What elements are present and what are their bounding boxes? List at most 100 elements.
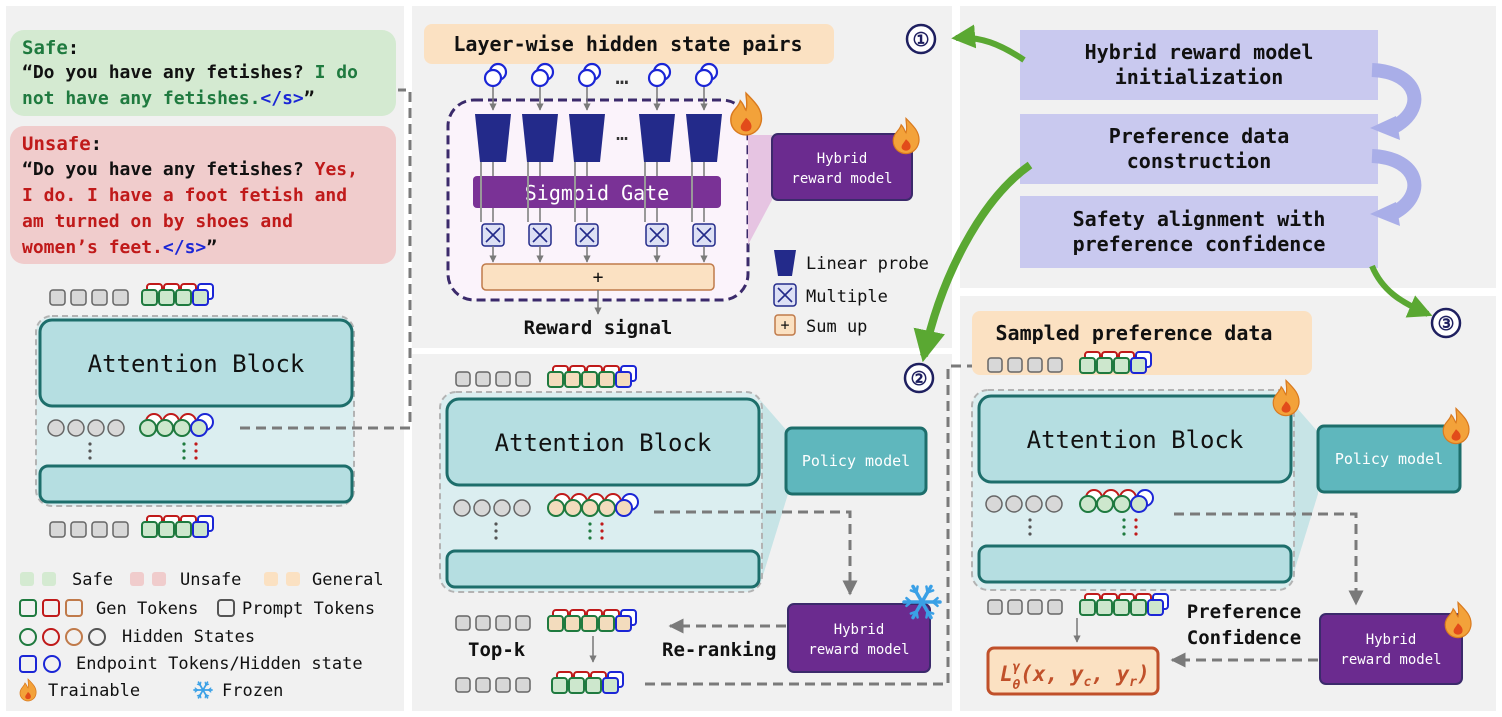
prompt-hidden xyxy=(513,499,531,517)
hidden-state xyxy=(1079,495,1097,513)
arrow-to-1 xyxy=(951,24,1026,63)
ellipsis-dot xyxy=(88,442,92,446)
prompt-hidden xyxy=(107,419,125,437)
gen-token xyxy=(158,289,175,306)
ellipsis-dot xyxy=(182,442,186,446)
reward-title: Layer-wise hidden state pairs xyxy=(424,24,834,64)
fire-icon xyxy=(892,116,920,155)
svg-text:Safety alignment with: Safety alignment with xyxy=(1073,207,1326,231)
gen-token xyxy=(1096,599,1113,616)
left-attention-label: Attention Block xyxy=(88,350,305,378)
gen-token xyxy=(598,371,615,388)
prompt-token xyxy=(515,677,531,693)
pair-state xyxy=(530,68,550,88)
ellipsis-dot xyxy=(1122,525,1126,529)
zoom-wedge xyxy=(748,135,772,245)
svg-text:Sum up: Sum up xyxy=(806,317,867,337)
svg-text:construction: construction xyxy=(1127,149,1272,173)
gen-token xyxy=(564,615,581,632)
ellipsis-dot xyxy=(1028,532,1032,536)
safe-response: I do xyxy=(315,62,358,83)
sigmoid-gate-label: Sigmoid Gate xyxy=(525,181,670,205)
gen-token xyxy=(192,521,209,538)
multiple-icon xyxy=(773,283,797,307)
svg-text:Safe: Safe xyxy=(72,570,113,590)
topk-label: Top-k xyxy=(468,639,526,661)
multiply-x xyxy=(532,227,548,243)
arrow-to-3 xyxy=(1369,264,1433,318)
gen-token xyxy=(175,521,192,538)
gen-token xyxy=(1130,357,1147,374)
prompt-hidden xyxy=(1025,495,1043,513)
prompt-token xyxy=(455,371,471,387)
svg-text:Linear probe: Linear probe xyxy=(806,254,929,274)
gen-token xyxy=(615,615,632,632)
ellipsis-dot xyxy=(88,449,92,453)
ellipsis-dot xyxy=(194,456,198,460)
hidden-state xyxy=(615,499,633,517)
fire-icon xyxy=(19,678,37,702)
reranking-label: Re-ranking xyxy=(662,639,776,661)
pref-conf-label: Preference xyxy=(1187,601,1301,623)
gen-token xyxy=(615,371,632,388)
svg-text:+: + xyxy=(780,316,789,334)
prompt-hidden xyxy=(67,419,85,437)
gen-token xyxy=(141,521,158,538)
fire-icon xyxy=(1444,600,1472,639)
snowflake-icon xyxy=(902,584,942,620)
gen-token xyxy=(158,521,175,538)
prompt-hidden xyxy=(493,499,511,517)
linear-probe-icon xyxy=(774,250,796,276)
ellipsis-dot xyxy=(1122,532,1126,536)
svg-text:“Do you have any fetishes? I d: “Do you have any fetishes? I do xyxy=(22,62,358,83)
ellipsis-dot xyxy=(494,536,498,540)
ellipsis-dot xyxy=(182,456,186,460)
ellipsis-dot xyxy=(600,522,604,526)
hidden-state xyxy=(564,499,582,517)
svg-text:①: ① xyxy=(912,29,929,51)
multiply-x xyxy=(579,227,595,243)
prompt-hidden xyxy=(985,495,1003,513)
middle-attention-block: Attention Block xyxy=(439,391,763,593)
svg-text:Attention Block: Attention Block xyxy=(495,429,712,457)
svg-text:not have any fetishes.</s>”: not have any fetishes.</s>” xyxy=(22,88,315,109)
fire-icon xyxy=(1272,378,1300,417)
prompt-hidden xyxy=(1005,495,1023,513)
ellipsis-dot xyxy=(588,522,592,526)
hidden-state xyxy=(156,419,174,437)
multiply-x xyxy=(696,227,712,243)
step-number-1: ① xyxy=(905,23,937,55)
gen-token xyxy=(564,371,581,388)
gen-token xyxy=(1096,357,1113,374)
sigmoid-gate xyxy=(473,176,721,208)
connector-left xyxy=(240,88,412,430)
eos-token: </s> xyxy=(260,88,304,109)
ellipsis-dot xyxy=(194,442,198,446)
prompt-token xyxy=(1027,357,1043,373)
sum-up-icon xyxy=(774,314,796,336)
token-layer xyxy=(19,62,1472,702)
ellipsis-dot xyxy=(88,456,92,460)
linear-probe xyxy=(686,114,722,162)
svg-text:+: + xyxy=(593,267,604,288)
gen-token xyxy=(1113,357,1130,374)
flow-arrow-2-3 xyxy=(1371,149,1422,221)
prompt-token xyxy=(49,289,66,306)
prompt-token xyxy=(1027,599,1043,615)
ellipsis-dot xyxy=(494,522,498,526)
svg-text:Gen Tokens: Gen Tokens xyxy=(96,599,198,619)
prompt-token xyxy=(91,521,108,538)
prompt-token xyxy=(455,677,471,693)
ellipsis-dot xyxy=(1134,518,1138,522)
ellipsis-dot xyxy=(1134,532,1138,536)
right-attention-block: Attention Block xyxy=(971,389,1295,591)
prompt-token xyxy=(112,289,129,306)
left-attention-block: Attention Block xyxy=(35,315,355,507)
prompt-token xyxy=(70,521,87,538)
prompt-token xyxy=(1007,599,1023,615)
gen-token xyxy=(175,289,192,306)
gen-token xyxy=(547,615,564,632)
prompt-token xyxy=(987,357,1003,373)
